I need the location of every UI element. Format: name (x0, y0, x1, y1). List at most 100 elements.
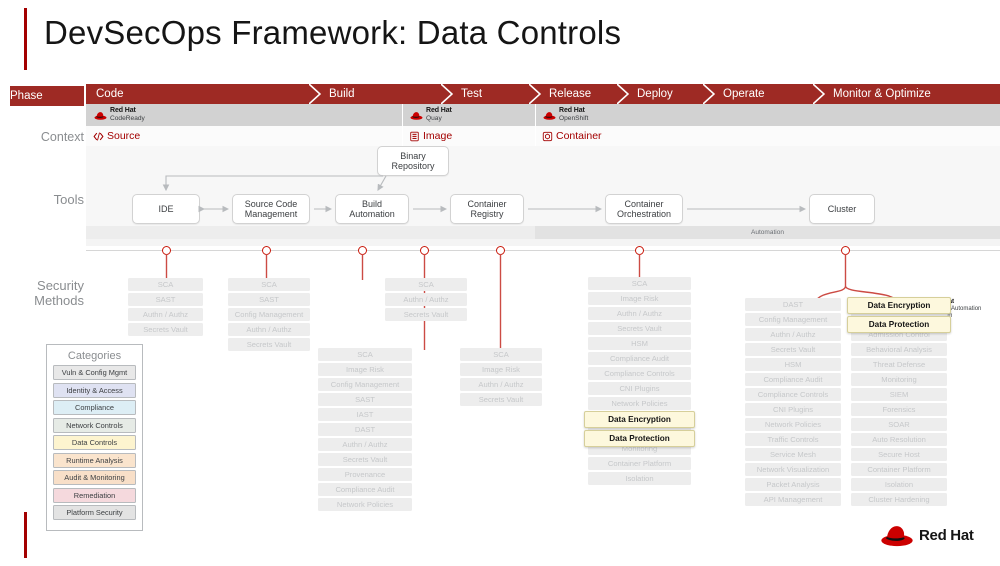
security-chip[interactable]: Provenance (318, 468, 412, 481)
security-chip[interactable]: Compliance Audit (318, 483, 412, 496)
security-chip[interactable]: IAST (318, 408, 412, 421)
security-chip[interactable]: Secure Host (851, 448, 947, 461)
legend-item-network-controls[interactable]: Network Controls (53, 417, 136, 433)
security-chip[interactable]: Config Management (745, 313, 841, 326)
security-chip[interactable]: SIEM (851, 388, 947, 401)
security-chip[interactable]: Compliance Controls (745, 388, 841, 401)
security-chip[interactable]: SCA (385, 278, 467, 291)
legend-item-vuln-config-mgmt[interactable]: Vuln & Config Mgmt (53, 365, 136, 380)
security-chip[interactable]: Compliance Controls (588, 367, 691, 380)
security-chip[interactable]: SCA (460, 348, 542, 361)
context-cell-image[interactable]: Image (402, 126, 535, 146)
security-chip[interactable]: Packet Analysis (745, 478, 841, 491)
security-chip[interactable]: Network Policies (588, 397, 691, 410)
context-cell-container[interactable]: Container (535, 126, 1000, 146)
security-chip[interactable]: Container Platform (588, 457, 691, 470)
security-chip[interactable]: Network Policies (745, 418, 841, 431)
security-chip[interactable]: Authn / Authz (460, 378, 542, 391)
security-chip[interactable]: Authn / Authz (588, 307, 691, 320)
security-chip-highlighted[interactable]: Data Encryption (584, 411, 695, 428)
security-chip[interactable]: SCA (128, 278, 203, 291)
phase-operate[interactable]: Operate (709, 84, 819, 104)
security-chip[interactable]: SAST (228, 293, 310, 306)
tool-box-cluster[interactable]: Cluster (809, 194, 875, 224)
product-brand: Red Hat (559, 106, 585, 114)
security-chip[interactable]: HSM (745, 358, 841, 371)
security-chip[interactable]: Image Risk (318, 363, 412, 376)
security-chip[interactable]: Secrets Vault (385, 308, 467, 321)
legend-item-data-controls[interactable]: Data Controls (53, 435, 136, 450)
phase-release[interactable]: Release (535, 84, 623, 104)
legend-item-platform-security[interactable]: Platform Security (53, 505, 136, 520)
row-label-context: Context (40, 130, 84, 144)
security-chip[interactable]: DAST (318, 423, 412, 436)
security-chip[interactable]: Image Risk (460, 363, 542, 376)
security-chip[interactable]: Secrets Vault (128, 323, 203, 336)
security-chip[interactable]: Authn / Authz (385, 293, 467, 306)
security-chip[interactable]: Service Mesh (745, 448, 841, 461)
context-cell-source[interactable]: Source (86, 126, 402, 146)
security-chip[interactable]: Secrets Vault (588, 322, 691, 335)
security-chip[interactable]: SCA (228, 278, 310, 291)
image-layers-icon (410, 131, 419, 141)
security-chip[interactable]: Authn / Authz (318, 438, 412, 451)
legend-item-compliance[interactable]: Compliance (53, 400, 136, 415)
phase-build[interactable]: Build (315, 84, 447, 104)
security-chip[interactable]: Secrets Vault (460, 393, 542, 406)
security-chip[interactable]: SCA (588, 277, 691, 290)
row-label-tools: Tools (53, 192, 84, 207)
security-chip[interactable]: Secrets Vault (745, 343, 841, 356)
legend-item-identity-access[interactable]: Identity & Access (53, 382, 136, 398)
security-chip[interactable]: CNI Plugins (745, 403, 841, 416)
legend-item-runtime-analysis[interactable]: Runtime Analysis (53, 452, 136, 468)
security-chip[interactable]: HSM (588, 337, 691, 350)
security-chip[interactable]: Network Visualization (745, 463, 841, 476)
security-chip[interactable]: Behavioral Analysis (851, 343, 947, 356)
security-chip[interactable]: SOAR (851, 418, 947, 431)
security-chip[interactable]: Compliance Audit (588, 352, 691, 365)
security-chip[interactable]: Authn / Authz (228, 323, 310, 336)
security-chip[interactable]: Config Management (228, 308, 310, 321)
legend-item-audit-monitoring[interactable]: Audit & Monitoring (53, 470, 136, 485)
security-chip[interactable]: SAST (128, 293, 203, 306)
security-chip[interactable]: Forensics (851, 403, 947, 416)
security-chip[interactable]: Isolation (588, 472, 691, 485)
security-chip[interactable]: SCA (318, 348, 412, 361)
security-chip[interactable]: Secrets Vault (318, 453, 412, 466)
phase-deploy[interactable]: Deploy (623, 84, 709, 104)
security-chip[interactable]: Secrets Vault (228, 338, 310, 351)
security-chip-highlighted[interactable]: Data Encryption (847, 297, 951, 314)
security-chip[interactable]: Traffic Controls (745, 433, 841, 446)
security-chip[interactable]: Threat Defense (851, 358, 947, 371)
security-chip[interactable]: Compliance Audit (745, 373, 841, 386)
tool-box-ide[interactable]: IDE (132, 194, 200, 224)
phase-label: Operate (723, 88, 765, 100)
security-chip[interactable]: DAST (745, 298, 841, 311)
phase-code[interactable]: Code (86, 84, 315, 104)
security-chip[interactable]: Authn / Authz (128, 308, 203, 321)
security-chip-highlighted[interactable]: Data Protection (584, 430, 695, 447)
security-chip[interactable]: API Management (745, 493, 841, 506)
security-chip[interactable]: Authn / Authz (745, 328, 841, 341)
legend-item-remediation[interactable]: Remediation (53, 487, 136, 503)
security-chip-highlighted[interactable]: Data Protection (847, 316, 951, 333)
security-chip[interactable]: Isolation (851, 478, 947, 491)
security-chip[interactable]: Config Management (318, 378, 412, 391)
security-chip[interactable]: SAST (318, 393, 412, 406)
row-label-security-line1: Security (37, 278, 84, 293)
security-chip[interactable]: Monitoring (851, 373, 947, 386)
phase-monitor-optimize[interactable]: Monitor & Optimize (819, 84, 1000, 104)
security-chip[interactable]: Container Platform (851, 463, 947, 476)
security-chip[interactable]: Auto Resolution (851, 433, 947, 446)
security-chip[interactable]: Image Risk (588, 292, 691, 305)
security-chip[interactable]: CNI Plugins (588, 382, 691, 395)
security-chip[interactable]: Cluster Hardening (851, 493, 947, 506)
security-chip[interactable]: Network Policies (318, 498, 412, 511)
phase-label: Build (329, 88, 355, 100)
phase-test[interactable]: Test (447, 84, 535, 104)
